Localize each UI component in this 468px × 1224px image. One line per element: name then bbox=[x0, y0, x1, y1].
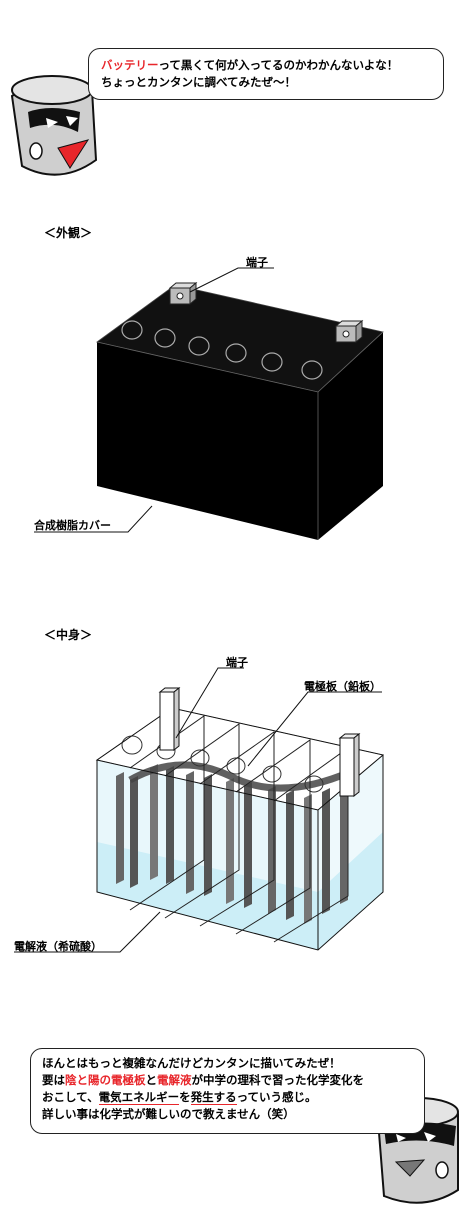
bubble-top-line-1-rest: って黒くて何が入ってるのかわかんないよな！ bbox=[158, 58, 399, 72]
bubble-top-line-2: ちょっとカンタンに調べてみたぜ～！ bbox=[101, 75, 297, 89]
line2-part-a: 要は bbox=[42, 1073, 65, 1087]
battery-word: バッテリー bbox=[101, 58, 159, 72]
electric-energy-term: 電気エネルギー bbox=[98, 1090, 180, 1105]
terminal-leader-line-inner bbox=[175, 667, 244, 739]
electrode-plates bbox=[116, 761, 352, 924]
label-terminal-interior: 端子 bbox=[226, 656, 248, 669]
case-leader-line bbox=[34, 505, 153, 533]
label-resin-case: 合成樹脂カバー bbox=[34, 519, 111, 532]
battery-interior bbox=[14, 667, 385, 953]
electrolyte-term: 電解液 bbox=[157, 1073, 192, 1087]
speech-bubble-bottom: ほんとはもっと複雑なんだけどカンタンに描いてみたぜ！ 要は陰と陽の電極板と電解液… bbox=[30, 1048, 425, 1134]
mascot-top bbox=[10, 75, 98, 176]
electrode-term: 陰と陽の電極板 bbox=[65, 1073, 146, 1087]
generate-term: 発生する bbox=[190, 1090, 237, 1105]
bubble-bottom-line-1: ほんとはもっと複雑なんだけどカンタンに描いてみたぜ！ bbox=[42, 1056, 341, 1070]
bubble-top-line-1: バッテリーって黒くて何が入ってるのかわかんないよな！ bbox=[101, 57, 431, 74]
bubble-bottom-line-3: おこして、電気エネルギーを発生するっていう感じ。 bbox=[42, 1089, 413, 1106]
terminal-post-right bbox=[338, 732, 361, 798]
terminal-post-left bbox=[158, 686, 181, 752]
plate-leader-line bbox=[247, 691, 382, 767]
electrolyte-leader-line bbox=[14, 911, 161, 953]
terminal-block-right bbox=[334, 319, 364, 344]
heading-interior: ＜中身＞ bbox=[44, 628, 93, 642]
line2-part-c: が中学の理科で習った化学変化を bbox=[191, 1073, 365, 1087]
line2-part-b: と bbox=[145, 1073, 158, 1087]
line3-part-a: おこして、 bbox=[42, 1090, 99, 1104]
bubble-bottom-line-4: 詳しい事は化学式が難しいので教えません（笑） bbox=[42, 1107, 295, 1121]
label-terminal-exterior: 端子 bbox=[246, 256, 268, 269]
terminal-block-left bbox=[168, 281, 198, 306]
bubble-bottom-line-2: 要は陰と陽の電極板と電解液が中学の理科で習った化学変化を bbox=[42, 1072, 413, 1089]
line3-part-b: を bbox=[179, 1090, 191, 1104]
battery-exterior bbox=[34, 267, 384, 540]
heading-exterior: ＜外観＞ bbox=[44, 226, 93, 240]
terminal-leader-line bbox=[189, 267, 274, 293]
label-electrolyte: 電解液（希硫酸） bbox=[14, 940, 102, 953]
label-electrode-plate: 電極板（鉛板） bbox=[304, 680, 381, 693]
line3-part-c: っていう感じ。 bbox=[236, 1090, 317, 1104]
speech-bubble-top: バッテリーって黒くて何が入ってるのかわかんないよな！ ちょっとカンタンに調べてみ… bbox=[88, 48, 444, 100]
